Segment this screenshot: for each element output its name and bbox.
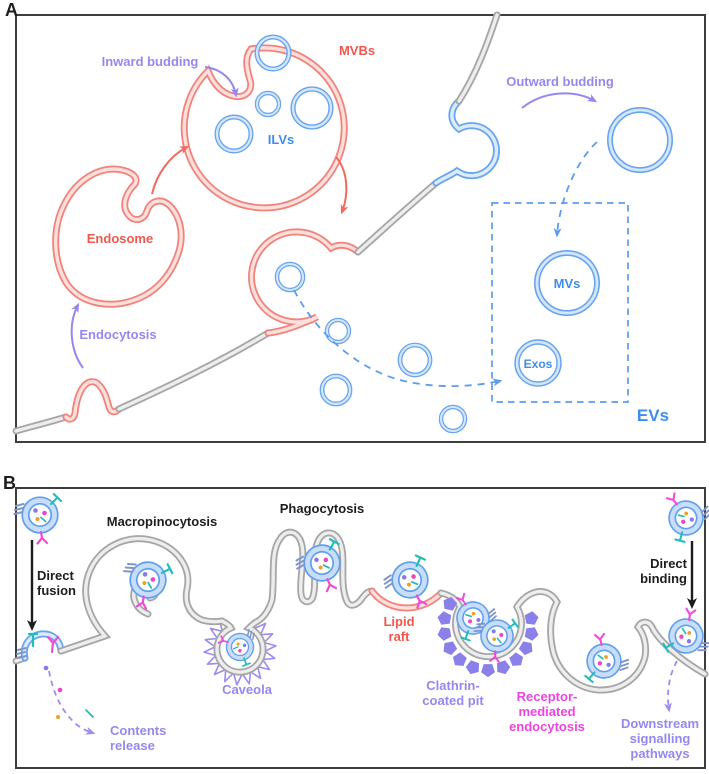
clathrin-pentagon	[494, 659, 512, 677]
panel-a-border	[15, 14, 706, 443]
inward-budding-label: Inward budding	[102, 54, 199, 69]
svg-text:raft: raft	[389, 629, 411, 644]
svg-text:Contents: Contents	[110, 723, 166, 738]
contents-release-dashed-arrow	[48, 670, 96, 735]
free-exosomes	[274, 261, 468, 434]
mvs-label: MVs	[554, 276, 581, 291]
released-cargo	[43, 665, 94, 719]
multivesicular-body	[184, 34, 344, 208]
evs-label: EVs	[637, 406, 669, 425]
caveola-label: Caveola	[222, 682, 273, 697]
caveolin-coat	[203, 619, 277, 686]
clathrin-pentagon	[524, 625, 540, 642]
svg-text:Clathrin-: Clathrin-	[426, 678, 479, 693]
receptor-mediated-endocytosis-label: Receptor- mediated endocytosis	[509, 689, 585, 734]
mvb-fusion-cup	[252, 232, 358, 333]
ilv-vesicles	[214, 34, 334, 154]
downstream-dashed-arrow	[663, 660, 678, 713]
clathrin-pentagon	[517, 639, 536, 658]
svg-text:fusion: fusion	[37, 583, 76, 598]
svg-text:Receptor-: Receptor-	[517, 689, 578, 704]
svg-text:endocytosis: endocytosis	[509, 719, 585, 734]
contents-release-label: Contents release	[110, 723, 166, 753]
panel-b-border	[15, 487, 706, 769]
endosome-to-mvb-arrow	[151, 145, 190, 195]
clathrin-pentagon	[464, 659, 482, 677]
panel-a: A	[5, 0, 706, 443]
microvesicle	[607, 107, 673, 173]
exos-label: Exos	[524, 357, 553, 371]
mv-release-dashed-arrow	[553, 141, 598, 238]
svg-text:release: release	[110, 738, 155, 753]
clathrin-pentagon	[436, 625, 452, 642]
direct-fusion-label: Direct fusion	[37, 568, 76, 598]
svg-text:Lipid: Lipid	[383, 614, 414, 629]
clathrin-coated-pit-label: Clathrin- coated pit	[422, 678, 484, 708]
ev-free-left	[15, 494, 62, 544]
outward-budding-label: Outward budding	[506, 74, 614, 89]
clathrin-pentagon	[440, 639, 459, 658]
inward-budding-arrow	[204, 66, 239, 98]
svg-text:Downstream: Downstream	[621, 716, 699, 731]
ev-in-macropinosome	[115, 552, 175, 613]
ev-direct-binding	[662, 605, 709, 662]
mvbs-label: MVBs	[339, 43, 375, 58]
svg-text:mediated: mediated	[518, 704, 575, 719]
ilvs-label: ILVs	[268, 132, 295, 147]
svg-text:binding: binding	[640, 571, 687, 586]
phagocytosis-label: Phagocytosis	[280, 501, 365, 516]
svg-text:pathways: pathways	[630, 746, 689, 761]
outward-budding-arrow	[521, 92, 598, 109]
macropinocytosis-label: Macropinocytosis	[107, 514, 218, 529]
svg-text:Direct: Direct	[37, 568, 75, 583]
svg-text:signalling: signalling	[630, 731, 691, 746]
ev-free-right	[655, 482, 709, 545]
clathrin-pentagon	[481, 664, 495, 678]
clathrin-pentagon	[524, 610, 540, 627]
endosome-label: Endosome	[87, 231, 153, 246]
mvb-to-membrane-arrow	[335, 156, 349, 215]
direct-binding-label: Direct binding	[640, 556, 688, 586]
ev-receptor-mediated	[582, 632, 630, 683]
fusing-vesicle-receptors	[16, 632, 60, 659]
exosome-release-dashed-arrow	[293, 289, 503, 388]
svg-text:Direct: Direct	[650, 556, 688, 571]
endocytosis-arrow	[70, 302, 84, 369]
panel-a-label: A	[5, 0, 18, 20]
lipid-raft-label: Lipid raft	[383, 614, 414, 644]
evs-box: MVs Exos	[491, 202, 629, 403]
downstream-signalling-label: Downstream signalling pathways	[621, 716, 699, 761]
clathrin-pentagon	[436, 610, 452, 627]
endocytosis-label: Endocytosis	[79, 327, 156, 342]
svg-text:coated pit: coated pit	[422, 693, 484, 708]
panel-b: B	[3, 473, 709, 769]
panel-b-label: B	[3, 473, 16, 493]
